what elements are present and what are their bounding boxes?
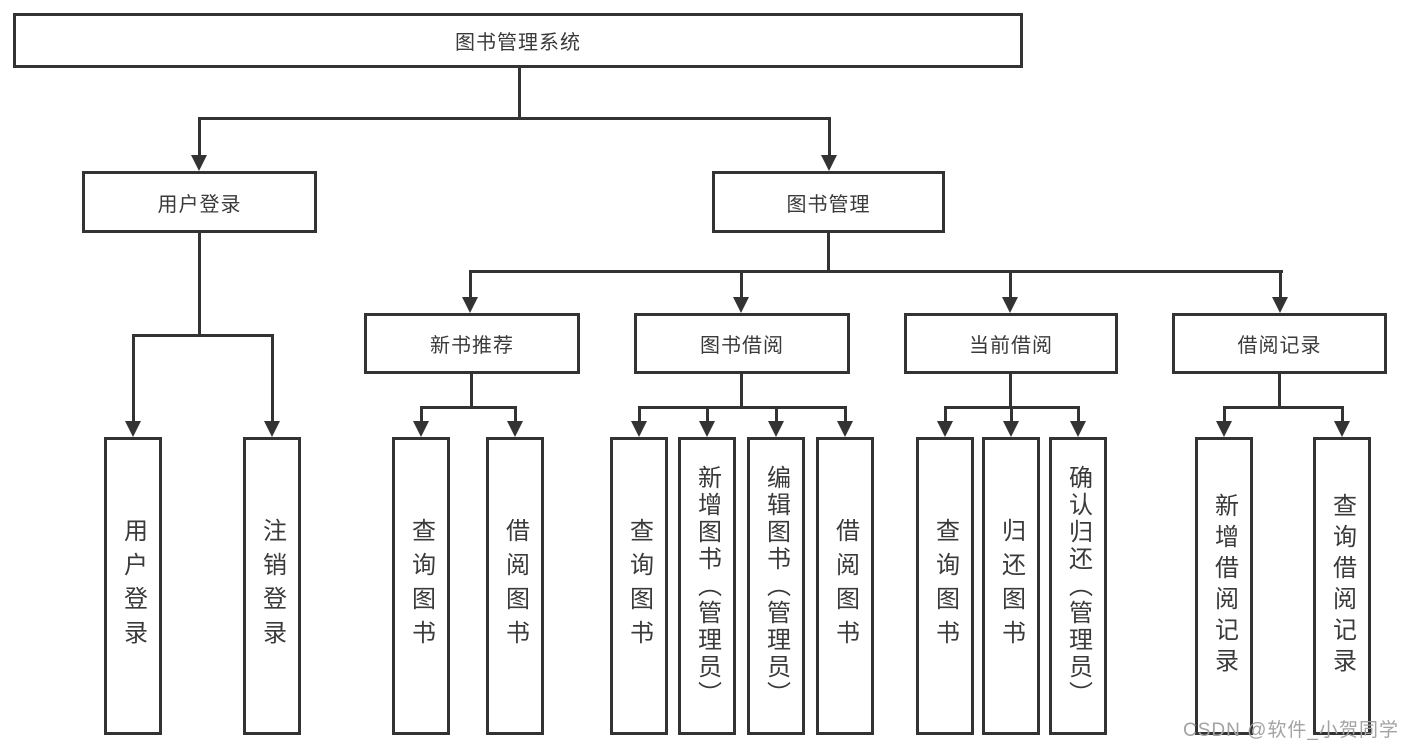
edge-book-management-crossbar [469,270,1283,273]
edge-stub [638,406,641,421]
node-label: 用户登录 [157,193,242,216]
edge-stub-current-borrow [1009,270,1012,297]
leaf-label: 借阅图书 [501,518,529,654]
edge-new-book-rec-trunk [470,374,473,409]
leaf-label: 新增图书（管理员） [693,464,721,708]
leaf-label: 查询图书 [625,518,653,654]
leaf-br-query-record: 查询借阅记录 [1313,437,1371,735]
leaf-label: 查询图书 [931,518,959,654]
node-label: 图书借阅 [700,335,784,357]
edge-stub [514,406,517,421]
leaf-label: 编辑图书（管理员） [762,464,790,708]
edge-stub-logout [271,334,274,421]
leaf-bb-query-books: 查询图书 [610,437,668,735]
node-label: 新书推荐 [430,335,514,357]
leaf-cb-query-books: 查询图书 [916,437,974,735]
arrowhead-down-icon [837,421,853,437]
edge-borrowing-records-trunk [1278,374,1281,409]
arrowhead-down-icon [821,155,837,171]
leaf-user-login: 用户登录 [104,437,162,735]
edge-stub-borrow-records [1279,270,1282,297]
leaf-rec-borrow-books: 借阅图书 [486,437,544,735]
edge-root-trunk [518,68,521,120]
arrowhead-down-icon [631,421,647,437]
edge-stub [1010,406,1013,421]
leaf-label: 归还图书 [997,518,1025,654]
arrowhead-down-icon [507,421,523,437]
leaf-label: 查询图书 [407,518,435,654]
edge-root-crossbar [198,117,831,120]
csdn-watermark: CSDN @软件_小贺同学 [1183,720,1399,741]
arrowhead-down-icon [699,421,715,437]
node-label: 图书管理系统 [455,32,581,54]
edge-stub [706,406,709,421]
leaf-logout: 注销登录 [243,437,301,735]
node-book-borrowing: 图书借阅 [634,313,850,374]
node-book-management: 图书管理 [712,171,945,233]
leaf-cb-return-books: 归还图书 [982,437,1040,735]
arrowhead-down-icon [462,297,478,313]
edge-stub-user-login [198,117,201,155]
node-borrowing-records: 借阅记录 [1172,313,1387,374]
edge-stub-book-borrow [740,270,743,297]
edge-new-book-rec-crossbar [420,406,517,409]
edge-book-management-trunk [827,233,830,273]
arrowhead-down-icon [413,421,429,437]
arrowhead-down-icon [125,421,141,437]
arrowhead-down-icon [1334,421,1350,437]
edge-borrowing-records-crossbar [1223,406,1344,409]
edge-stub [1223,406,1226,421]
leaf-label: 注销登录 [258,518,286,654]
arrowhead-down-icon [1002,297,1018,313]
edge-stub [844,406,847,421]
edge-stub-login [132,334,135,421]
leaf-label: 借阅图书 [831,518,859,654]
node-label: 借阅记录 [1237,335,1322,357]
edge-stub-new-book-rec [469,270,472,297]
leaf-bb-edit-books-admin: 编辑图书（管理员） [747,437,805,735]
edge-stub [1077,406,1080,421]
node-user-login: 用户登录 [82,171,317,233]
edge-user-login-trunk [198,233,201,337]
arrowhead-down-icon [733,297,749,313]
leaf-bb-add-books-admin: 新增图书（管理员） [678,437,736,735]
arrowhead-down-icon [1216,421,1232,437]
leaf-label: 确认归还（管理员） [1064,464,1092,708]
arrowhead-down-icon [191,155,207,171]
leaf-label: 查询借阅记录 [1328,493,1356,679]
arrowhead-down-icon [1070,421,1086,437]
edge-stub-book-management [828,117,831,155]
edge-book-borrowing-crossbar [638,406,847,409]
node-label: 当前借阅 [969,335,1053,357]
edge-current-borrowing-trunk [1009,374,1012,409]
arrowhead-down-icon [264,421,280,437]
arrowhead-down-icon [937,421,953,437]
node-new-book-recommendation: 新书推荐 [364,313,580,374]
node-label: 图书管理 [786,193,871,216]
edge-stub [420,406,423,421]
leaf-cb-confirm-return-admin: 确认归还（管理员） [1049,437,1107,735]
edge-stub [944,406,947,421]
leaf-label: 新增借阅记录 [1210,493,1238,679]
arrowhead-down-icon [768,421,784,437]
leaf-br-add-record: 新增借阅记录 [1195,437,1253,735]
arrowhead-down-icon [1003,421,1019,437]
edge-book-borrowing-trunk [740,374,743,409]
leaf-bb-borrow-books: 借阅图书 [816,437,874,735]
node-current-borrowing: 当前借阅 [904,313,1118,374]
leaf-rec-query-books: 查询图书 [392,437,450,735]
node-library-management-system: 图书管理系统 [13,13,1023,68]
edge-user-login-crossbar [132,334,274,337]
arrowhead-down-icon [1272,297,1288,313]
leaf-label: 用户登录 [119,518,147,654]
edge-stub [775,406,778,421]
edge-stub [1341,406,1344,421]
